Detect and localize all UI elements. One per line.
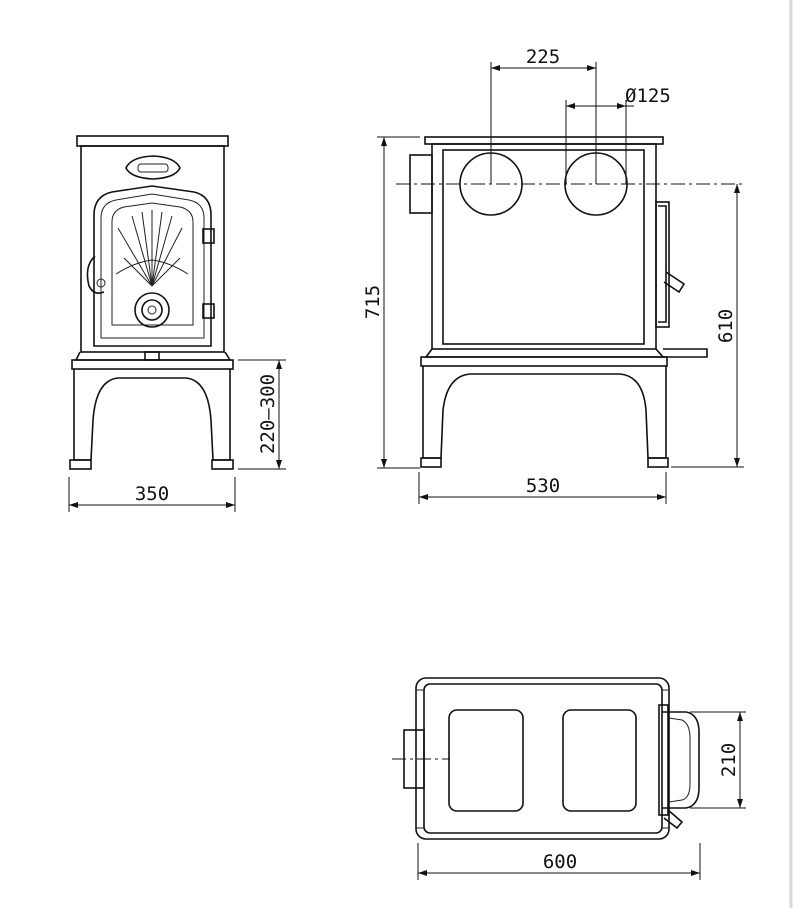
door-glass [111, 202, 194, 326]
right-hotplate [562, 709, 637, 812]
front-base [71, 359, 234, 370]
side-handle-icon [663, 271, 686, 294]
handle-knob [96, 278, 106, 288]
hopper-label: 210 [718, 743, 740, 777]
air-control-center [147, 305, 157, 315]
logo-badge [137, 163, 169, 173]
sunburst-decoration [115, 210, 189, 287]
side-top-plate [424, 136, 664, 145]
flue-diameter-label: Ø125 [625, 85, 671, 107]
top-width-label: 600 [543, 851, 577, 873]
ash-lip [663, 348, 708, 358]
side-view [396, 136, 744, 468]
front-width-label: 350 [135, 483, 169, 505]
corner-marks [416, 689, 669, 829]
right-foot [211, 459, 234, 470]
side-plinth [424, 348, 665, 358]
front-legs [73, 369, 231, 461]
side-rear-foot [420, 457, 442, 468]
left-foot [69, 459, 92, 470]
logo-plate-icon [125, 155, 181, 180]
door-handle-icon [86, 255, 105, 294]
plinth-vent [144, 351, 160, 361]
hopper-dimension: 210 [690, 711, 746, 809]
leg-height-dimension: 220–300 [238, 359, 286, 470]
front-door [93, 185, 212, 347]
top-width-dimension: 600 [417, 843, 701, 880]
side-depth-dimension: 530 [418, 472, 667, 504]
door-profile-inner [658, 205, 667, 323]
top-door-hopper [662, 711, 700, 809]
side-panel [442, 149, 645, 345]
upper-hinge [202, 228, 215, 244]
total-height-label: 715 [362, 285, 384, 319]
front-plinth [74, 351, 232, 361]
front-door-inner [100, 193, 205, 339]
top-outline [415, 677, 670, 840]
top-view [392, 677, 700, 840]
side-body [431, 143, 657, 350]
flue-height-label: 610 [715, 309, 737, 343]
front-width-dimension: 350 [68, 477, 236, 512]
top-handle-icon [663, 809, 684, 830]
side-depth-label: 530 [526, 475, 560, 497]
flue-spacing-label: 225 [526, 46, 560, 68]
door-profile [655, 201, 670, 328]
air-control-inner [141, 299, 163, 321]
leg-height-label: 220–300 [257, 374, 279, 454]
air-control-knob-icon [134, 292, 170, 328]
front-view [69, 135, 234, 470]
side-front-foot [647, 457, 669, 468]
side-legs [422, 366, 667, 459]
flue-spacing-dimension: 225 [490, 46, 597, 184]
total-height-dimension: 715 [362, 136, 420, 469]
lower-hinge [202, 303, 215, 319]
flue-diameter-dimension: Ø125 [565, 85, 671, 184]
flue-height-dimension: 610 [671, 184, 744, 468]
top-door-edge [658, 704, 669, 816]
left-hotplate [448, 709, 524, 812]
side-base [420, 356, 668, 367]
front-top-plate [76, 135, 229, 147]
top-door-inner [668, 717, 691, 803]
